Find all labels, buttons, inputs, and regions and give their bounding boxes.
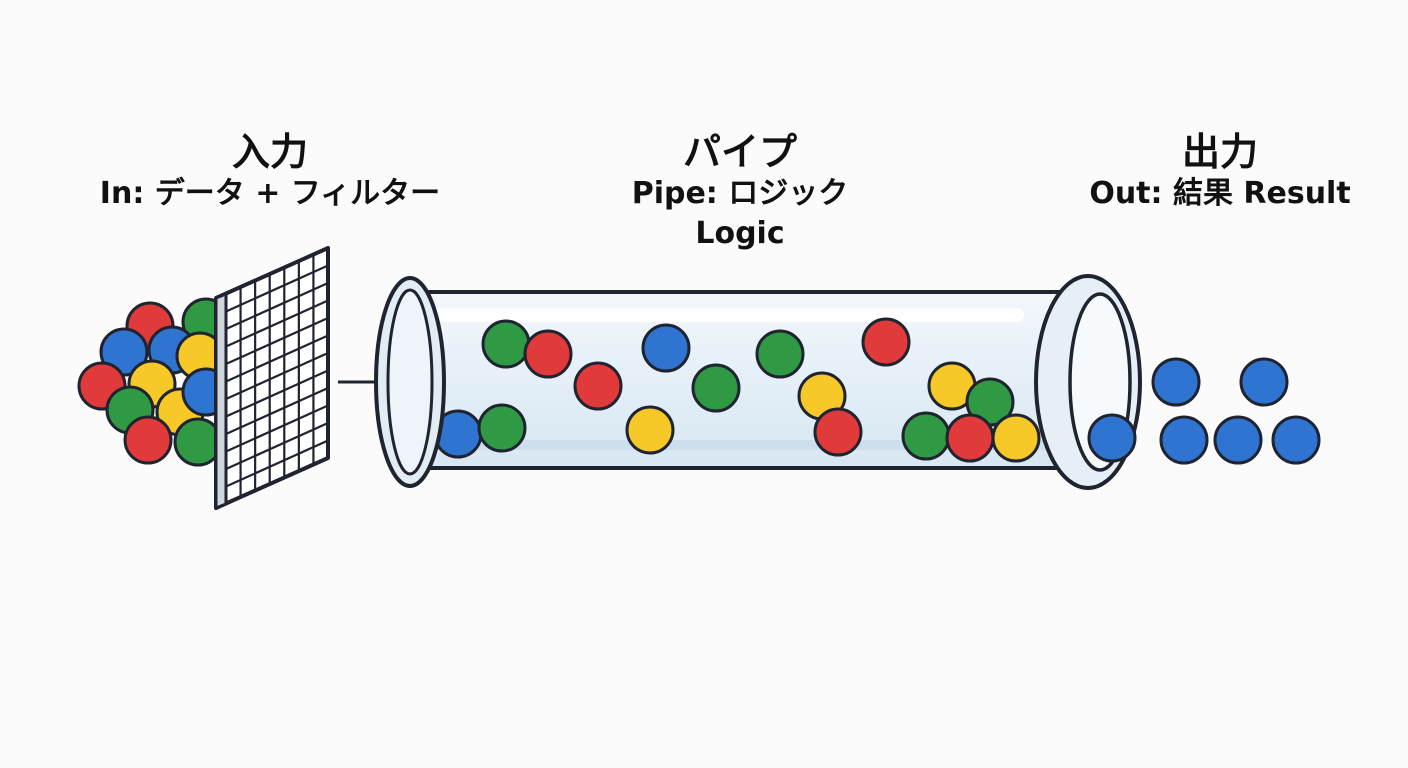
ball-icon (123, 415, 173, 465)
output-label: 出力 Out: 結果 Result (1060, 130, 1380, 212)
input-ball-cluster (77, 297, 231, 467)
ball-icon (523, 329, 573, 379)
ball-icon (477, 403, 527, 453)
pipe-label: パイプ Pipe: ロジック Logic (560, 130, 920, 252)
ball-icon (861, 317, 911, 367)
glass-tube-icon (374, 274, 1142, 490)
output-ball-group (1087, 357, 1321, 465)
ball-icon (1239, 357, 1289, 407)
input-subtitle: In: データ + フィルター (99, 175, 441, 211)
ball-icon (1271, 415, 1321, 465)
pipe-subtitle-line2: Logic (695, 215, 785, 251)
input-label: 入力 In: データ + フィルター (40, 130, 500, 212)
ball-icon (691, 363, 741, 413)
ball-icon (641, 323, 691, 373)
input-title: 入力 (231, 130, 308, 174)
pipe-subtitle-line1: Pipe: ロジック (631, 175, 849, 211)
pipe-ball-group (433, 317, 1041, 463)
ball-icon (813, 407, 863, 457)
ball-icon (901, 411, 951, 461)
pipe-title: パイプ (682, 130, 797, 174)
ball-icon (481, 319, 531, 369)
grid-filter-icon (214, 246, 330, 510)
ball-icon (945, 413, 995, 463)
ball-icon (1159, 415, 1209, 465)
ball-icon (573, 361, 623, 411)
ball-icon (991, 413, 1041, 463)
ball-icon (625, 405, 675, 455)
ball-icon (755, 329, 805, 379)
ball-icon (99, 327, 149, 377)
ball-icon (1151, 357, 1201, 407)
output-title: 出力 (1181, 130, 1258, 174)
ball-icon (1087, 413, 1137, 463)
ball-icon (1213, 415, 1263, 465)
output-subtitle: Out: 結果 Result (1089, 175, 1351, 211)
